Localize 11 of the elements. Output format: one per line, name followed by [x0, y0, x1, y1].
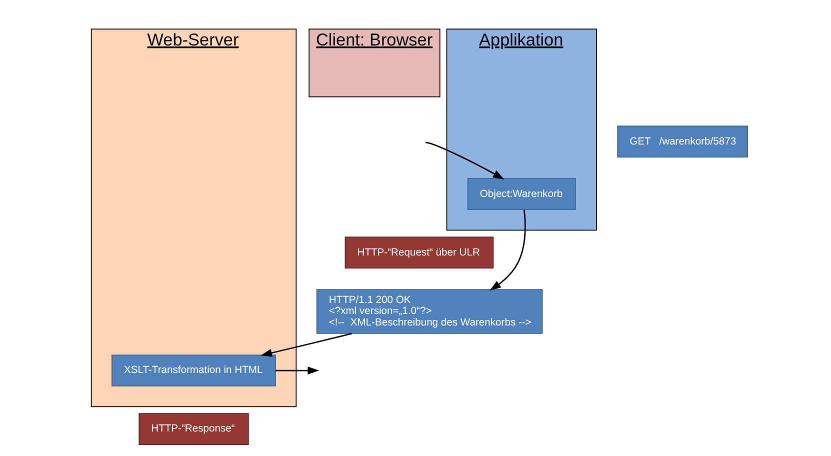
arrow — [260, 332, 352, 357]
arrow — [275, 366, 319, 374]
arrow — [489, 210, 526, 291]
node-box: HTTP/1.1 200 OK <?xml version=„1.0“?> <!-- XML-Beschreibung des Warenkorbs --> — [316, 289, 542, 334]
node-box: Object:Warenkorb — [466, 178, 576, 210]
node-box: HTTP-“Response“ — [138, 413, 248, 445]
node-box: XSLT-Transformation in HTML — [111, 354, 276, 386]
arrow — [424, 142, 504, 180]
node-box: HTTP-“Request“ über ULR — [344, 236, 494, 269]
node-box: GET /warenkorb/5873 — [616, 126, 748, 158]
node-box: Client: Browser — [308, 28, 440, 98]
